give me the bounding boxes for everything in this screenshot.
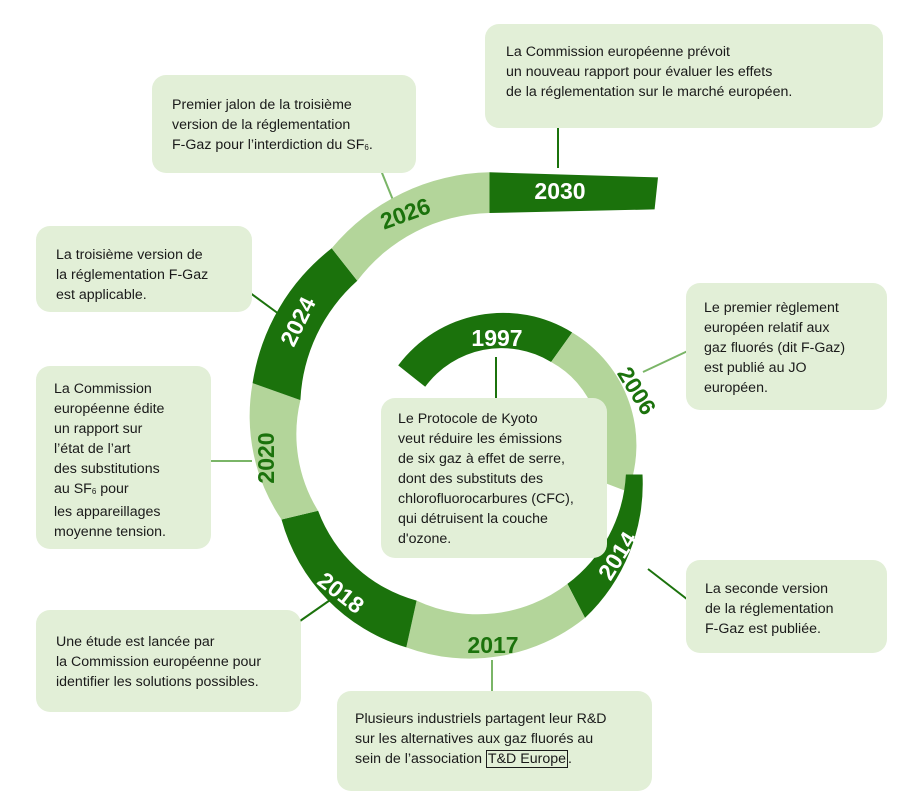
event-2020-line-3: un rapport sur [54,421,143,437]
event-1997-line-5: chlorofluorocarbures (CFC), [398,491,574,507]
td-europe-link[interactable]: T&D Europe [485,750,568,768]
event-box-2018: Une étude est lancée par la Commission e… [36,610,301,712]
event-2018-line-3: identifier les solutions possibles. [56,674,259,690]
event-2017-line-3-prefix: sein de l’association [355,751,486,767]
spiral [249,172,658,659]
event-1997-line-7: d'ozone. [398,531,452,547]
event-2030-line-1: La Commission européenne prévoit [506,44,730,60]
event-2020-sf6-suffix: pour [96,481,129,497]
event-box-1997: Le Protocole de Kyoto veut réduire les é… [381,398,607,558]
event-2006-line-3: gaz fluorés (dit F-Gaz) [704,340,846,356]
event-box-2024: La troisième version de la réglementatio… [36,226,252,312]
event-2020-line-7: les appareillages [54,504,161,520]
event-2024-line-3: est applicable. [56,287,147,303]
event-box-2030: La Commission européenne prévoit un nouv… [485,24,883,128]
segment-2030 [489,172,658,213]
event-2014-line-3: F-Gaz est publiée. [705,621,821,637]
event-1997-line-3: de six gaz à effet de serre, [398,451,565,467]
event-2018-line-1: Une étude est lancée par [56,634,215,650]
event-box-2026: Premier jalon de la troisième version de… [152,75,416,173]
event-box-2006: Le premier règlement européen relatif au… [686,283,887,410]
year-2030: 2030 [534,178,585,204]
segment-2020 [249,383,319,520]
event-2006-line-5: européen. [704,380,768,396]
event-1997-line-6: qui détruisent la couche [398,511,548,527]
event-2014-line-1: La seconde version [705,581,829,597]
event-2020-line-2: européenne édite [54,401,165,417]
segment-2017 [406,583,585,659]
event-2017-line-3: sein de l’association T&D Europe. [355,749,652,769]
year-1997: 1997 [471,325,522,351]
event-2020-line-6: au SF6 pour [54,479,211,502]
event-box-2014: La seconde version de la réglementation … [686,560,887,653]
event-2026-line-1: Premier jalon de la troisième [172,97,352,113]
event-2017-line-2: sur les alternatives aux gaz fluorés au [355,731,594,747]
event-2026-sf6-prefix: F-Gaz pour l’interdiction du SF [172,137,365,153]
event-2017-line-1: Plusieurs industriels partagent leur R&D [355,711,607,727]
event-2026-sf6-subscript: 6 [364,143,369,152]
segment-2024 [252,248,358,401]
segment-2006 [551,332,637,492]
event-2020-line-1: La Commission [54,381,152,397]
year-2020: 2020 [253,432,279,483]
event-2020-line-4: l’état de l’art [54,441,131,457]
event-2030-line-2: un nouveau rapport pour évaluer les effe… [506,64,773,80]
segment-1997 [398,312,573,387]
event-2026-line-2: version de la réglementation [172,117,351,133]
segment-2026 [331,172,490,281]
segment-2018 [281,510,417,648]
event-box-2020: La Commission européenne édite un rappor… [36,366,211,549]
event-2006-line-4: est publié au JO [704,360,807,376]
event-1997-line-1: Le Protocole de Kyoto [398,411,538,427]
event-2014-line-2: de la réglementation [705,601,834,617]
event-2030-line-3: de la réglementation sur le marché europ… [506,84,793,100]
event-2020-line-8: moyenne tension. [54,524,166,540]
year-2017: 2017 [467,632,518,658]
event-2006-line-1: Le premier règlement [704,300,839,316]
event-2024-line-1: La troisième version de [56,247,203,263]
event-2020-sf6-subscript: 6 [91,487,97,496]
event-2024-line-2: la réglementation F-Gaz [56,267,209,283]
event-1997-line-2: veut réduire les émissions [398,431,563,447]
event-2020-line-5: des substitutions [54,461,160,477]
connector-2006 [642,348,693,373]
event-2026-sf6-suffix: . [368,137,373,153]
event-2020-sf6-prefix: au SF [54,481,92,497]
event-box-2017: Plusieurs industriels partagent leur R&D… [337,691,652,791]
event-1997-line-4: dont des substituts des [398,471,544,487]
event-2026-line-3: F-Gaz pour l’interdiction du SF6. [172,135,416,158]
connector-2014 [647,568,693,604]
event-2018-line-2: la Commission européenne pour [56,654,262,670]
event-2006-line-2: européen relatif aux [704,320,830,336]
event-2017-line-3-suffix: . [568,751,572,767]
